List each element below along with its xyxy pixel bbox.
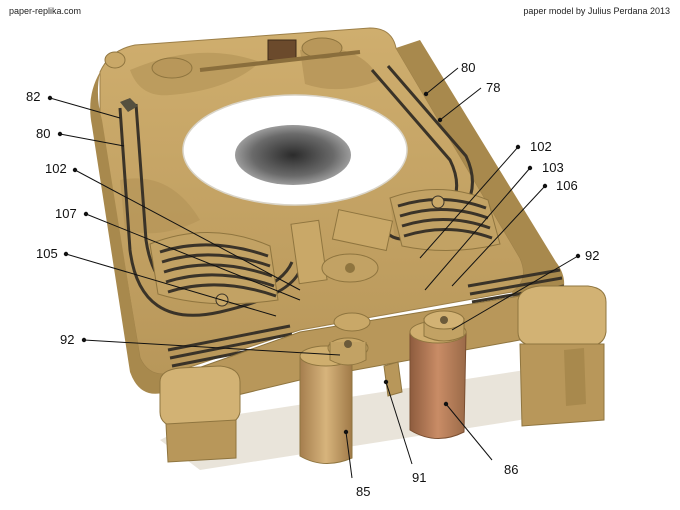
camo-patch [120, 178, 200, 234]
air-intake-box [331, 209, 394, 252]
callout-78: 78 [486, 80, 500, 95]
callout-92-right: 92 [585, 248, 599, 263]
track-guard-left [159, 365, 241, 463]
hull-side-left [90, 72, 175, 394]
grille-left [149, 232, 279, 307]
ground-shadow [160, 360, 590, 470]
callout-80-top: 80 [461, 60, 475, 75]
author-credit: paper model by Julius Perdana 2013 [523, 6, 670, 16]
cable-eye-icon [120, 98, 138, 112]
exhaust-left [299, 337, 369, 464]
callout-102-right: 102 [530, 139, 552, 154]
driver-hatch [151, 57, 193, 79]
callout-80-left: 80 [36, 126, 50, 141]
callout-105: 105 [36, 246, 58, 261]
fan-bolt-icon [345, 263, 355, 273]
tow-hook [383, 361, 403, 397]
callout-91: 91 [412, 470, 426, 485]
turret-opening [235, 125, 351, 185]
headlight-icon [104, 51, 126, 69]
tool-box [267, 39, 297, 61]
grille-right [389, 188, 501, 251]
tow-bar [199, 50, 361, 72]
callout-106: 106 [556, 178, 578, 193]
callout-82: 82 [26, 89, 40, 104]
rear-cap [333, 312, 371, 332]
air-intake-box [290, 219, 328, 285]
hull-side-right [396, 40, 565, 320]
callout-102-left: 102 [45, 161, 67, 176]
callout-103: 103 [542, 160, 564, 175]
callout-92-left: 92 [60, 332, 74, 347]
callout-107: 107 [55, 206, 77, 221]
tow-cable-left [118, 107, 302, 317]
exhaust-right [409, 310, 467, 439]
site-credit: paper-replika.com [9, 6, 82, 16]
callout-85: 85 [356, 484, 370, 499]
callout-86: 86 [504, 462, 518, 477]
grille-bolt-icon [431, 195, 445, 209]
callout-lines [47, 67, 581, 479]
track-guard-right [517, 285, 607, 427]
callout-labels: 80 78 82 80 102 102 103 106 107 105 92 9… [26, 60, 599, 499]
